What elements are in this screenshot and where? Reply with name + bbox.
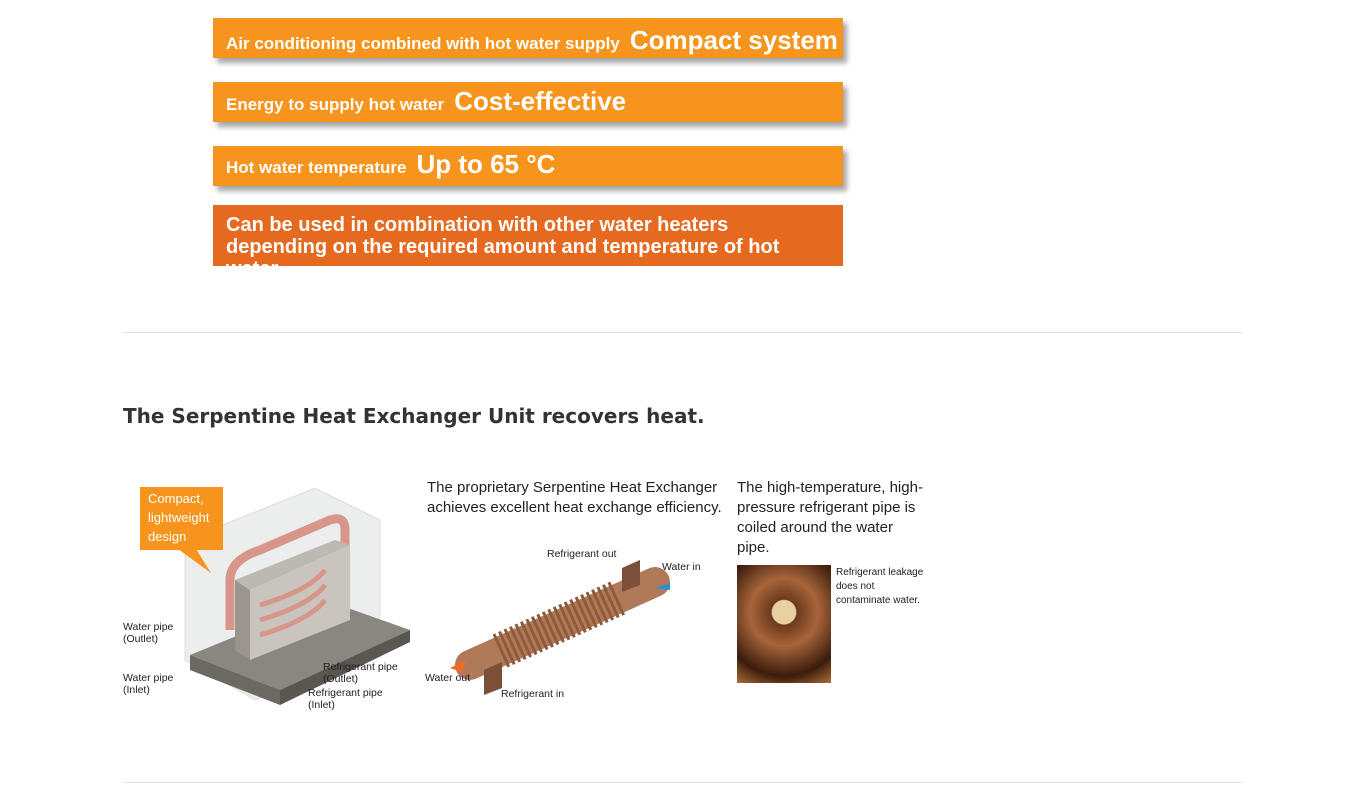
label-water-pipe-outlet: Water pipe (Outlet) (123, 621, 174, 645)
banner-subtext: Energy to supply hot water (226, 95, 445, 114)
callout-compact-lightweight: Compact, lightweight design (140, 487, 223, 550)
heat-exchanger-unit-illustration (184, 487, 410, 705)
label-refrigerant-in: Refrigerant in (501, 688, 565, 700)
banner-headline: Up to 65 °C (416, 149, 556, 179)
banner-subtext: Hot water temperature (226, 158, 407, 177)
banner-cost-effective: Energy to supply hot water Cost-effective (213, 82, 843, 122)
exchanger-description: The proprietary Serpentine Heat Exchange… (427, 479, 722, 516)
label-water-in: Water in (662, 561, 701, 573)
section-title: The Serpentine Heat Exchanger Unit recov… (123, 404, 705, 428)
label-water-out: Water out (425, 672, 471, 684)
label-refrigerant-pipe-inlet: Refrigerant pipe (Inlet) (308, 687, 383, 711)
banner-subtext: Air conditioning combined with hot water… (226, 34, 620, 53)
banner-combination-note: Can be used in combination with other wa… (213, 205, 843, 280)
banner-headline: Cost-effective (454, 86, 627, 116)
banner-compact-system: Air conditioning combined with hot water… (213, 18, 843, 58)
pipe-caption: Refrigerant leakage does not contaminate… (836, 567, 924, 606)
label-refrigerant-pipe-outlet: Refrigerant pipe (Outlet) (323, 661, 398, 685)
pipe-description: The high-temperature, high-pressure refr… (737, 479, 923, 556)
banner-headline: Compact system (629, 25, 838, 55)
label-water-pipe-inlet: Water pipe (Inlet) (123, 672, 174, 696)
pipe-cross-section-photo (737, 565, 831, 683)
label-refrigerant-out: Refrigerant out (547, 548, 617, 560)
divider (123, 782, 1243, 783)
divider (123, 332, 1243, 333)
serpentine-coil-illustration (450, 560, 670, 695)
callout-pointer (178, 549, 211, 573)
banner-temperature: Hot water temperature Up to 65 °C (213, 146, 843, 186)
